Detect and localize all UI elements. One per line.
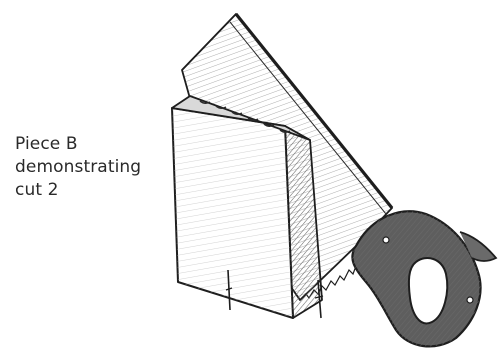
- saw-handle: [352, 211, 496, 346]
